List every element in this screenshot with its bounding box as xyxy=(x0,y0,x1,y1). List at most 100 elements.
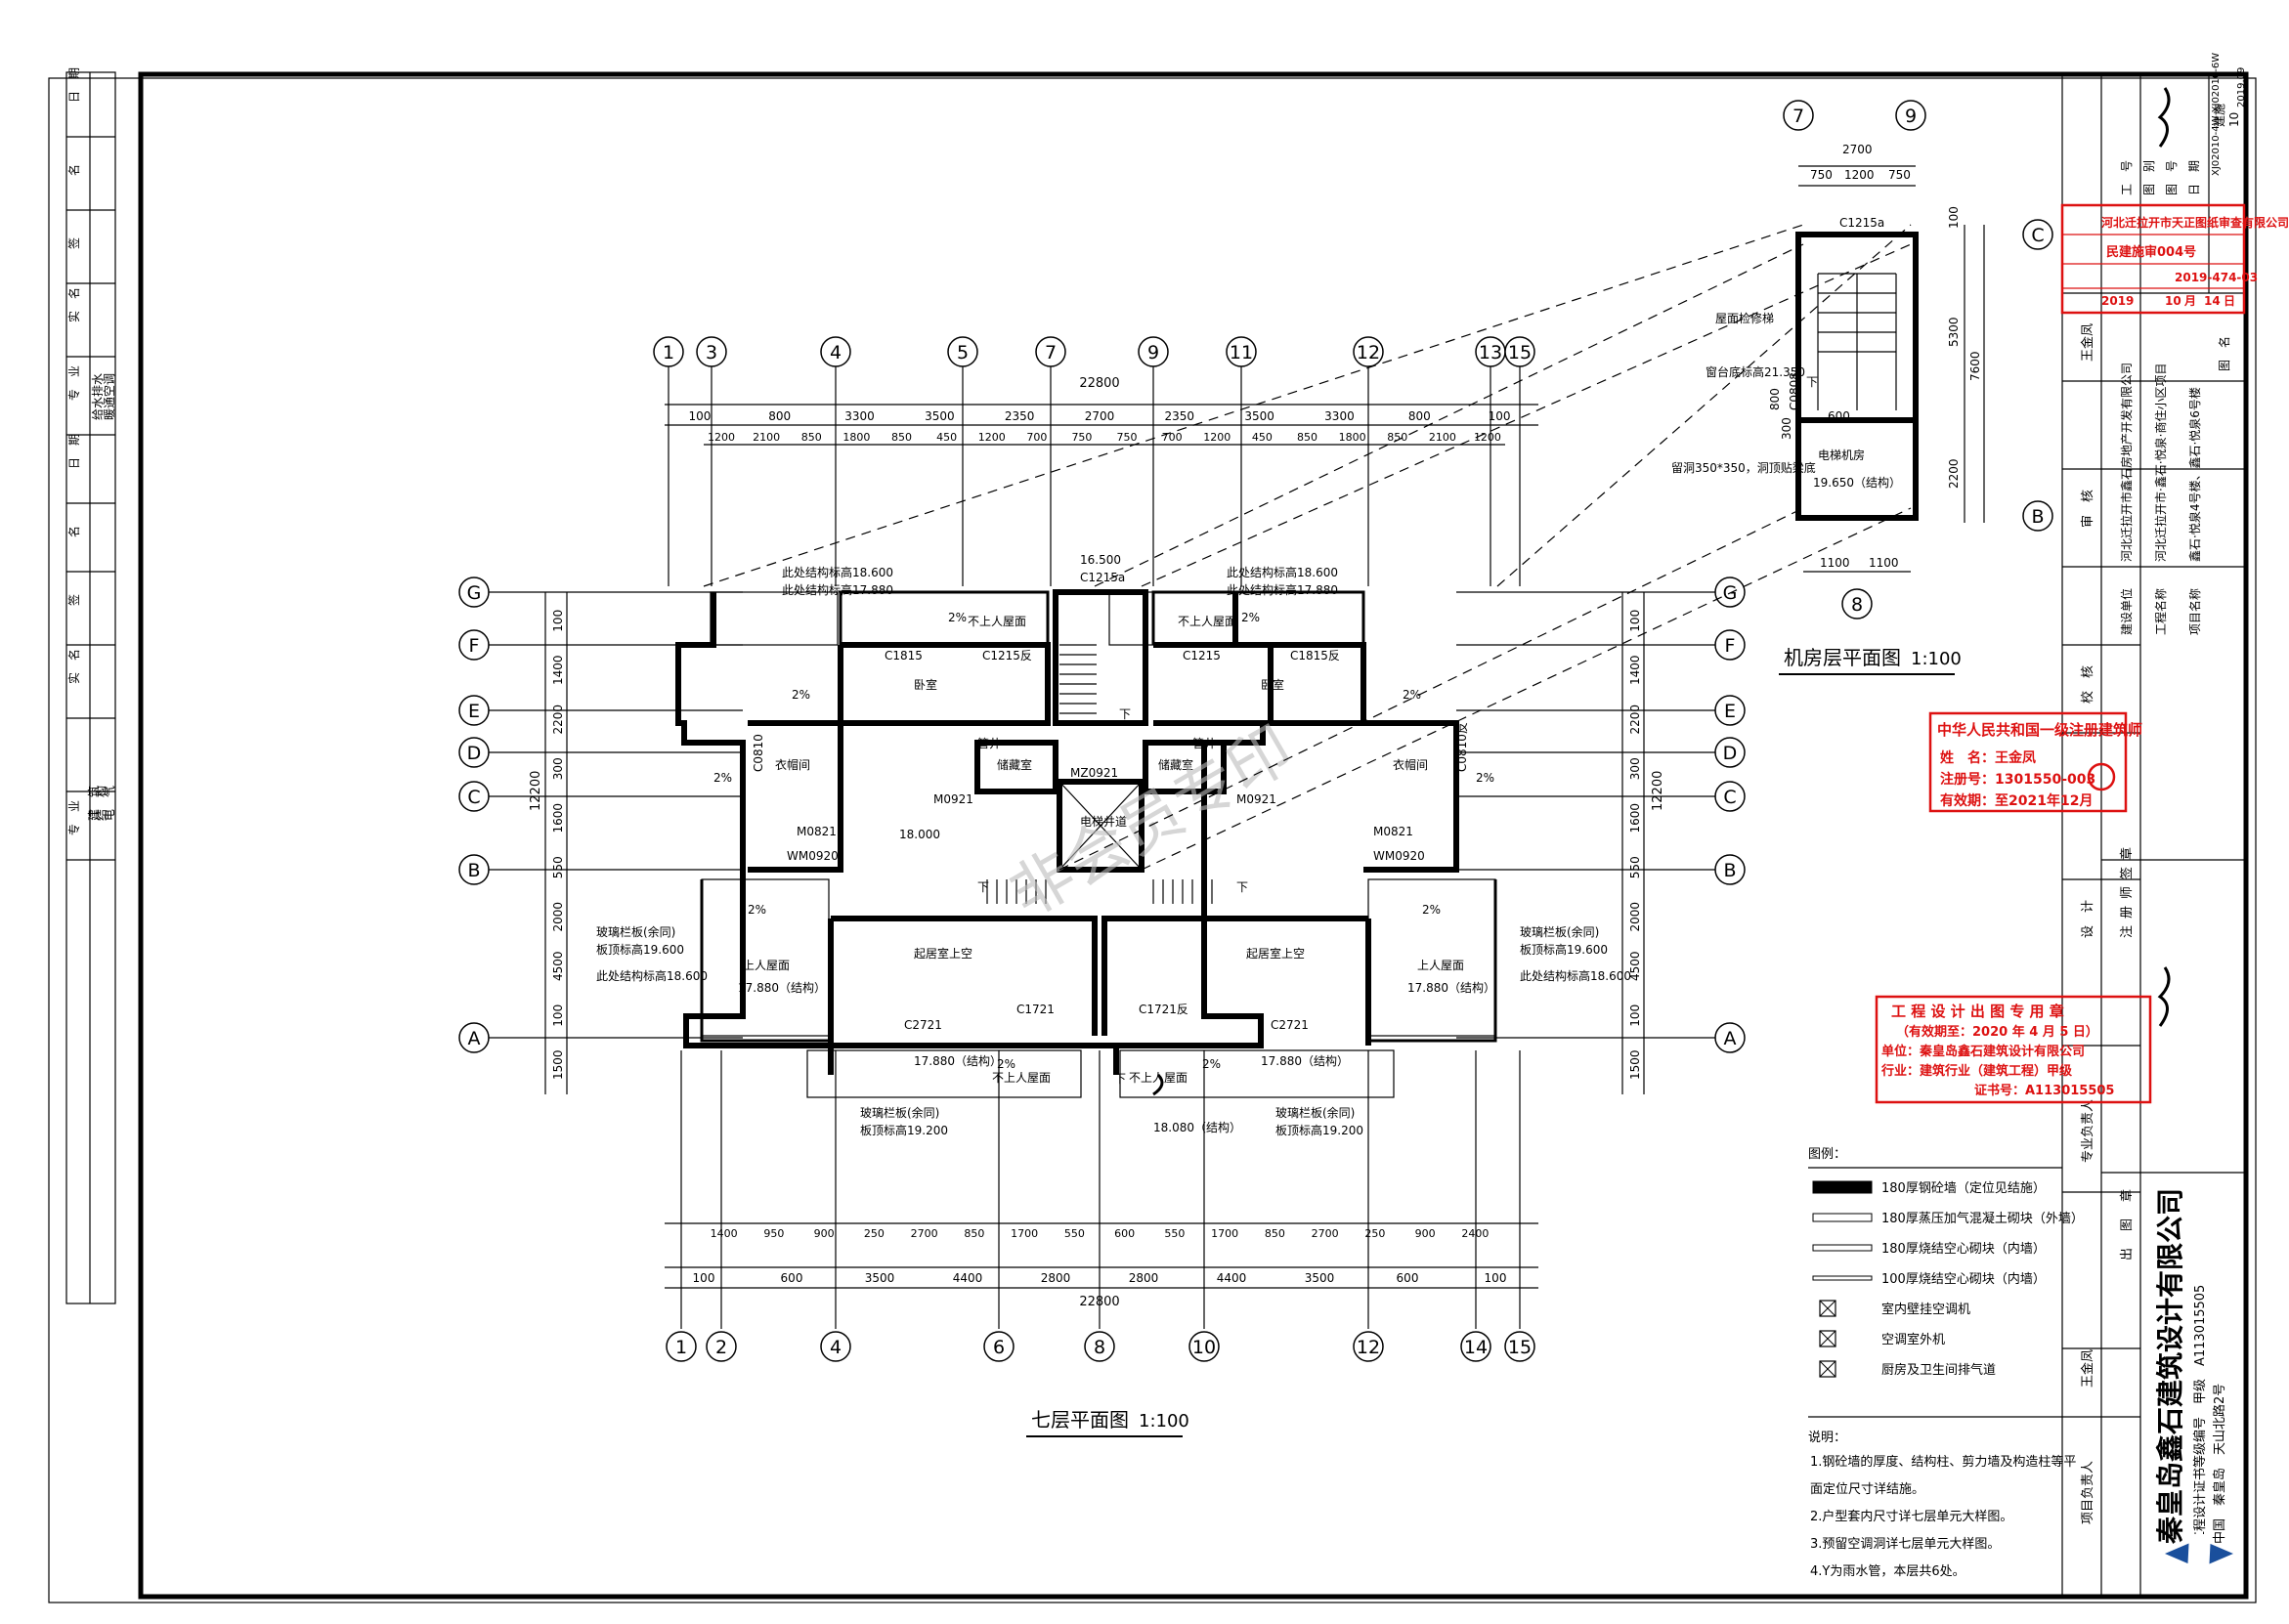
axis-bottom-14: 14 xyxy=(1460,1331,1491,1362)
legend-swatch-3 xyxy=(1812,1275,1873,1281)
axis-left-D-label: D xyxy=(467,743,482,764)
axis-left-E-label: E xyxy=(468,701,480,722)
dim-top-outer-9: 800 xyxy=(1408,409,1431,423)
legend-note-1: 面定位尺寸详结施。 xyxy=(1810,1482,1924,1497)
stamp-date-d: 日 xyxy=(2224,294,2235,308)
dim-bottom-outer-6: 4400 xyxy=(1217,1271,1247,1285)
dim-top-inner-17: 1200 xyxy=(1474,431,1501,444)
mr-axis-8: 8 xyxy=(1841,588,1873,620)
dim-left-5: 550 xyxy=(551,856,565,878)
dim-top-inner-12: 450 xyxy=(1252,431,1273,444)
tb-date-label: 日 期 xyxy=(2187,160,2201,195)
legend-item-3: 100厚烧结空心砌块（内墙） xyxy=(1812,1271,2046,1287)
axis-bottom-6: 6 xyxy=(983,1331,1015,1362)
tb-seal-4: 注 xyxy=(2120,925,2135,938)
axis-bottom-4-label: 4 xyxy=(830,1337,842,1358)
axis-right-A: A xyxy=(1714,1022,1746,1053)
legend-item-1: 180厚蒸压加气混凝土砌块（外墙） xyxy=(1812,1211,2084,1226)
legend-text-4: 室内壁挂空调机 xyxy=(1881,1302,1970,1317)
label-dressing-right: 衣帽间 xyxy=(1393,757,1428,772)
tb-role-6: 审 核 xyxy=(2081,490,2095,528)
strip-hvac: 暖通空调 xyxy=(103,373,116,420)
mr-axis-9-label: 9 xyxy=(1905,106,1917,127)
axis-bottom-2-label: 2 xyxy=(715,1337,727,1358)
label-void-left: 起居室上空 xyxy=(914,946,972,961)
seal-trade: 行业：建筑行业（建筑工程）甲级 xyxy=(1880,1063,2073,1079)
dim-bottom-outer-9: 100 xyxy=(1485,1271,1507,1285)
label-c0810: C0810 xyxy=(752,734,765,772)
axis-right-G-circle xyxy=(1714,577,1746,608)
stamp-date-m: 月 xyxy=(2183,294,2196,308)
mr-dim-3: 750 xyxy=(1888,168,1911,182)
mr-dim-r4: 7600 xyxy=(1968,351,1982,381)
stair-treads xyxy=(986,644,1213,904)
axis-bottom-12: 12 xyxy=(1353,1331,1384,1362)
axis-right-F: F xyxy=(1714,629,1746,661)
mr-level: 19.650（结构） xyxy=(1813,475,1901,490)
label-c1721r: C1721反 xyxy=(1139,1003,1188,1016)
axis-top-15-circle xyxy=(1504,336,1535,367)
label-down: 下 xyxy=(1119,707,1131,721)
architect-seal-icon xyxy=(2087,762,2116,791)
axis-top-4: 4 xyxy=(820,336,851,367)
axis-right-D-label: D xyxy=(1723,743,1738,764)
label-17880-bl: 17.880（结构） xyxy=(914,1053,1002,1068)
label-down-bottom: 下 xyxy=(1114,1072,1126,1086)
axis-bottom-2-circle xyxy=(706,1331,737,1362)
mr-d300: 300 xyxy=(1780,417,1793,440)
mr-down: 下 xyxy=(1806,375,1818,389)
label-m0921-right: M0921 xyxy=(1236,792,1276,806)
axis-top-13: 13 xyxy=(1475,336,1506,367)
axis-right-G: G xyxy=(1714,577,1746,608)
dim-bottom-inner-0: 1400 xyxy=(711,1227,738,1240)
mr-axis-8-circle xyxy=(1841,588,1873,620)
legend-item-0: 180厚钢砼墙（定位见结施） xyxy=(1812,1180,2046,1196)
label-pipe-right: 管井 xyxy=(1192,736,1216,750)
axis-bottom-4: 4 xyxy=(820,1331,851,1362)
label-bedroom-right: 卧室 xyxy=(1261,677,1284,692)
axis-right-C-circle xyxy=(1714,781,1746,812)
label-mz0921: MZ0921 xyxy=(1070,766,1118,780)
label-down-left: 下 xyxy=(977,880,989,894)
mr-c0808: C0808 xyxy=(1788,372,1801,410)
label-no-roof-br: 不上人屋面 xyxy=(1129,1071,1188,1085)
seal-title: 工 程 设 计 出 图 专 用 章 xyxy=(1891,1003,2064,1020)
label-c1215-right: C1215 xyxy=(1183,649,1221,662)
dim-top-inner-4: 850 xyxy=(891,431,912,444)
stamp-review-3: 2019-474-03 xyxy=(2175,271,2258,284)
axis-right-C: C xyxy=(1714,781,1746,812)
mr-window: C1215a xyxy=(1839,216,1884,230)
strip-date-2: 日 期 xyxy=(67,434,81,469)
dim-top-inner-16: 2100 xyxy=(1429,431,1456,444)
label-c1721: C1721 xyxy=(1016,1003,1055,1016)
mr-dim-r3: 2200 xyxy=(1947,458,1961,489)
dim-top-inner-15: 850 xyxy=(1387,431,1407,444)
dim-top-inner-1: 2100 xyxy=(753,431,780,444)
dim-top-inner-2: 850 xyxy=(801,431,822,444)
mr-room: 电梯机房 xyxy=(1818,448,1865,462)
seal-unit: 单位：秦皇岛鑫石建筑设计有限公司 xyxy=(1881,1044,2085,1059)
tb-seal-1: 出 xyxy=(2120,1248,2135,1261)
mr-axis-B: B xyxy=(2022,500,2053,532)
legend-text-0: 180厚钢砼墙（定位见结施） xyxy=(1881,1181,2046,1196)
dim-bottom-outer-1: 600 xyxy=(781,1271,803,1285)
axis-left-C: C xyxy=(458,781,490,812)
dim-top-outer-10: 100 xyxy=(1489,409,1511,423)
machine-room-outline xyxy=(1795,232,1919,521)
tb-item-label: 项目名称 xyxy=(2187,588,2202,635)
label-roof-right: 此处结构标高18.600 xyxy=(1227,565,1338,579)
stamp-date-month: 10 xyxy=(2165,294,2181,308)
axis-left-A: A xyxy=(458,1022,490,1053)
dim-right-0: 100 xyxy=(1628,610,1642,632)
label-bedroom-left: 卧室 xyxy=(914,677,937,692)
legend-note-4: 4.Y为雨水管，本层共6处。 xyxy=(1810,1564,1965,1579)
label-roof-left: 此处结构标高18.600 xyxy=(782,565,893,579)
tb-sheet-label: 图 号 xyxy=(2165,160,2179,195)
axis-bottom-8-circle xyxy=(1084,1331,1115,1362)
legend-swatch-1 xyxy=(1812,1213,1873,1222)
axis-top-5: 5 xyxy=(947,336,978,367)
axis-right-D: D xyxy=(1714,737,1746,768)
strip-date-1: 日 期 xyxy=(67,67,81,103)
stamp-date-year: 2019 xyxy=(2101,294,2134,308)
